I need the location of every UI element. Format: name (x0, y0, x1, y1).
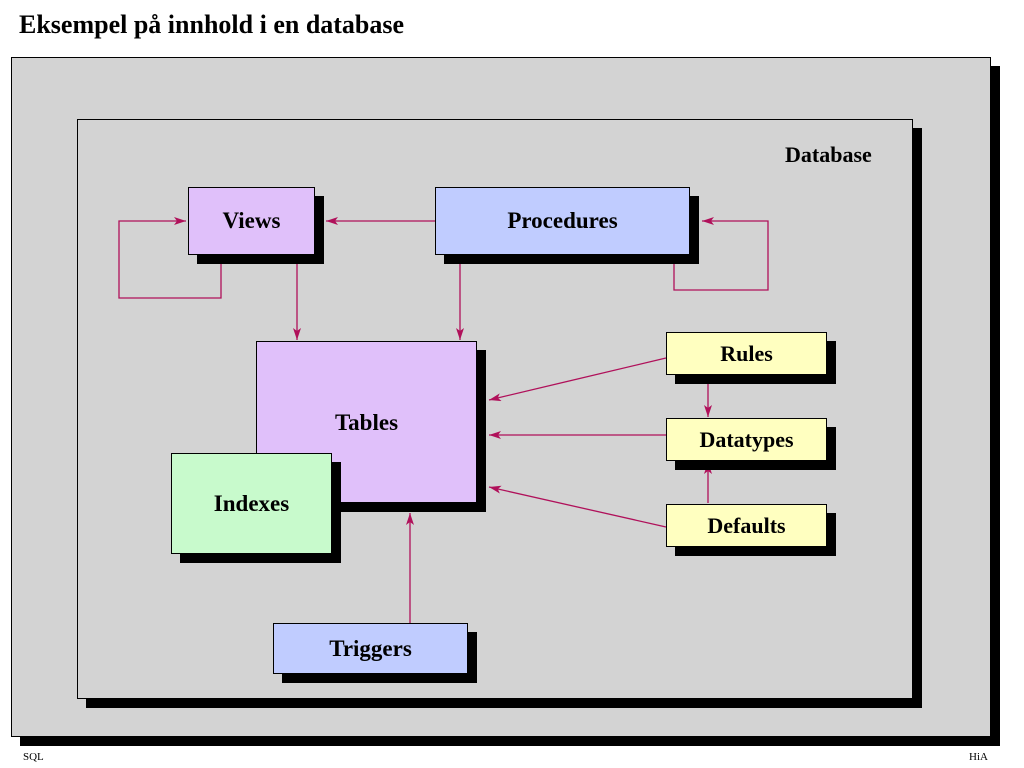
indexes-node: Indexes (171, 453, 332, 554)
slide-title: Eksempel på innhold i en database (19, 10, 405, 39)
rules-node: Rules (666, 332, 827, 375)
datatypes-node: Datatypes (666, 418, 827, 461)
database-label: Database (785, 142, 872, 167)
defaults-label: Defaults (707, 512, 786, 538)
indexes-label: Indexes (213, 490, 290, 516)
rules-label: Rules (720, 340, 773, 366)
footer-right: HiA (969, 751, 988, 763)
triggers-node: Triggers (273, 623, 468, 674)
views-node: Views (188, 187, 315, 255)
procedures-node: Procedures (435, 187, 690, 255)
tables-label: Tables (334, 410, 399, 435)
views-label: Views (222, 208, 281, 233)
defaults-node: Defaults (666, 504, 827, 547)
footer-left: SQL (23, 751, 44, 763)
procedures-label: Procedures (507, 208, 618, 233)
datatypes-label: Datatypes (699, 426, 794, 452)
triggers-label: Triggers (329, 635, 412, 661)
